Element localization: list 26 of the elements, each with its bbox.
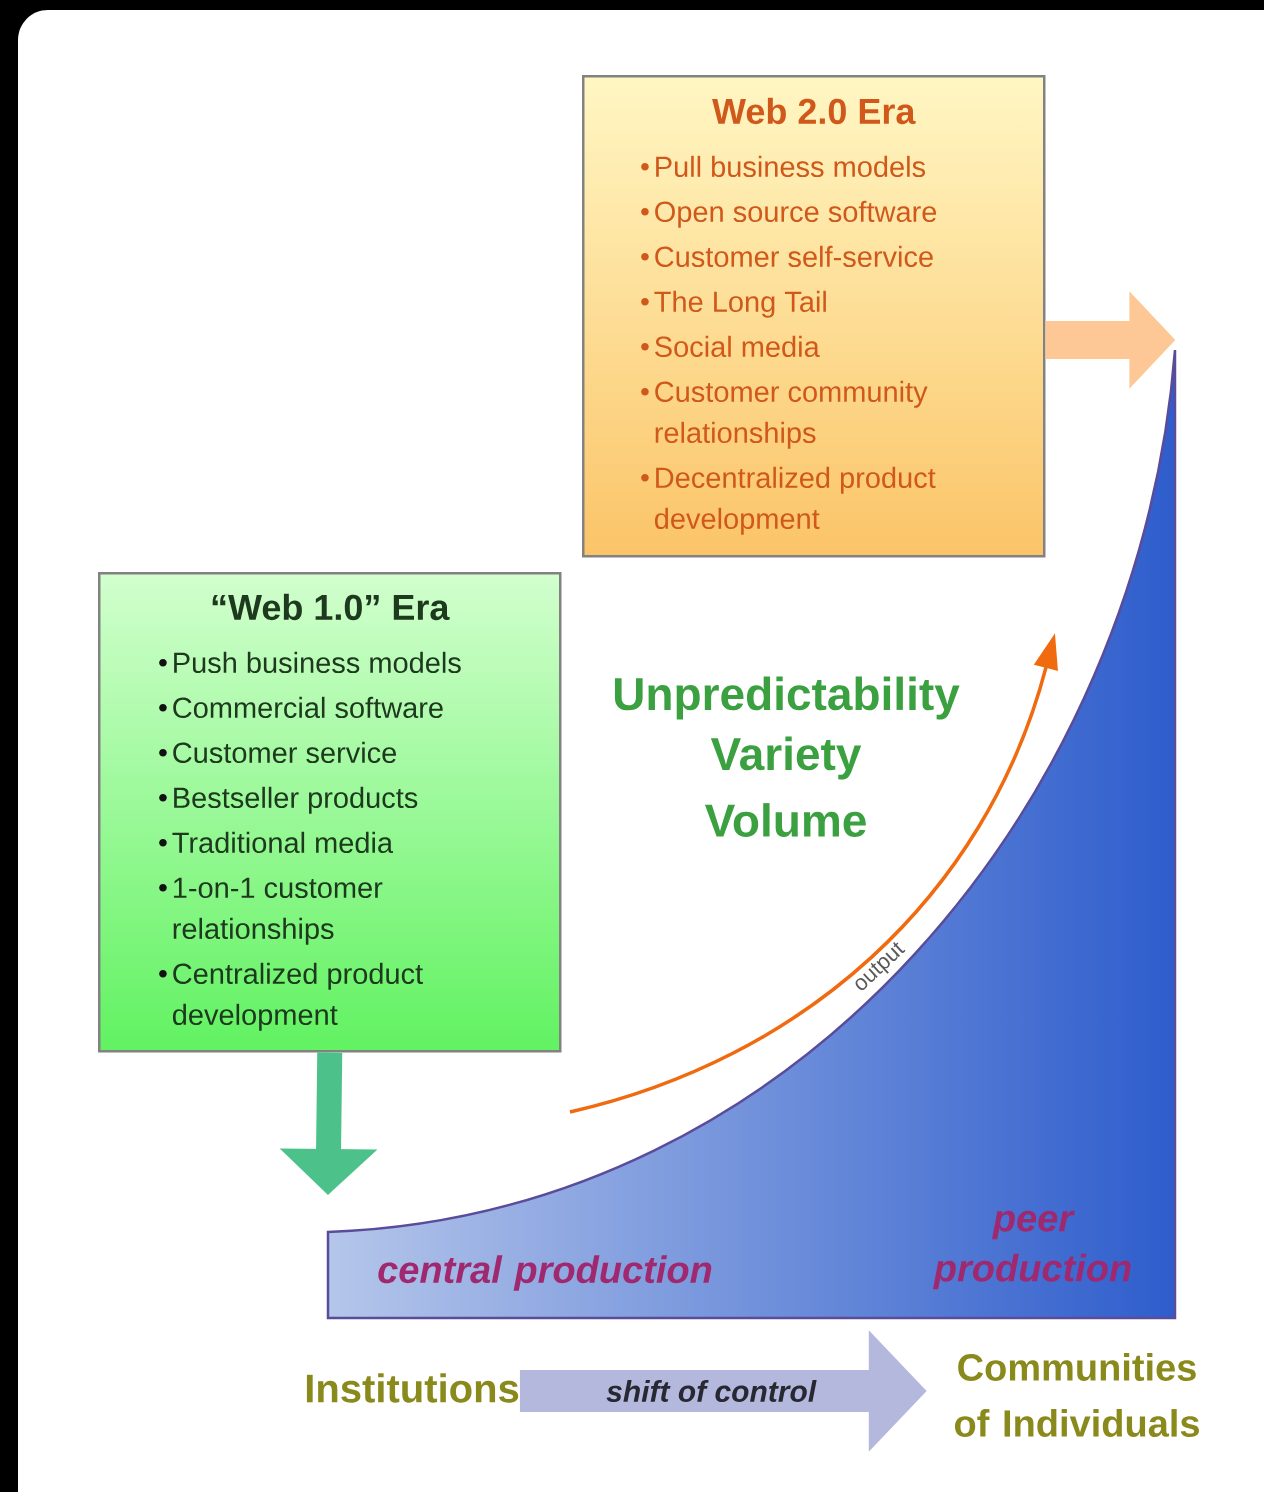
bullet-item: Pull business models <box>656 155 926 178</box>
bullet-item: Open source software <box>655 200 937 228</box>
bullet-item: Social media <box>655 335 820 358</box>
heading-text: Variety <box>710 736 862 780</box>
axis-label: Communities of Individuals <box>955 1353 1199 1437</box>
heading-text: Volume <box>704 803 866 837</box>
heading-text: Unpredictability <box>614 676 960 720</box>
bullet-item: The Long Tail <box>654 290 826 318</box>
production-label: central production <box>378 1255 712 1291</box>
bullet-item: Customer self-service <box>655 245 933 268</box>
bullet-item: Centralized product development <box>172 962 423 1031</box>
bullet-item: Customer community relationships <box>655 380 928 449</box>
axis-label: Institutions <box>306 1373 519 1403</box>
era-box <box>582 75 1046 558</box>
bullet-item: Bestseller products <box>174 786 418 814</box>
era-box <box>98 572 562 1053</box>
bullet-item: Push business models <box>174 651 461 674</box>
production-label: peer production <box>932 1210 1131 1290</box>
bullet-item: 1-on-1 customer relationships <box>173 877 383 945</box>
bullet-item: Customer service <box>173 741 396 764</box>
edge-label: shift of control <box>605 1379 818 1404</box>
era-heading: “Web 1.0” Era <box>212 593 450 621</box>
bullet-item: Traditional media <box>172 831 394 854</box>
bullet-item: Commercial software <box>173 696 443 719</box>
bullet-item: Decentralized product development <box>654 466 936 535</box>
era-heading: Web 2.0 Era <box>712 97 916 125</box>
